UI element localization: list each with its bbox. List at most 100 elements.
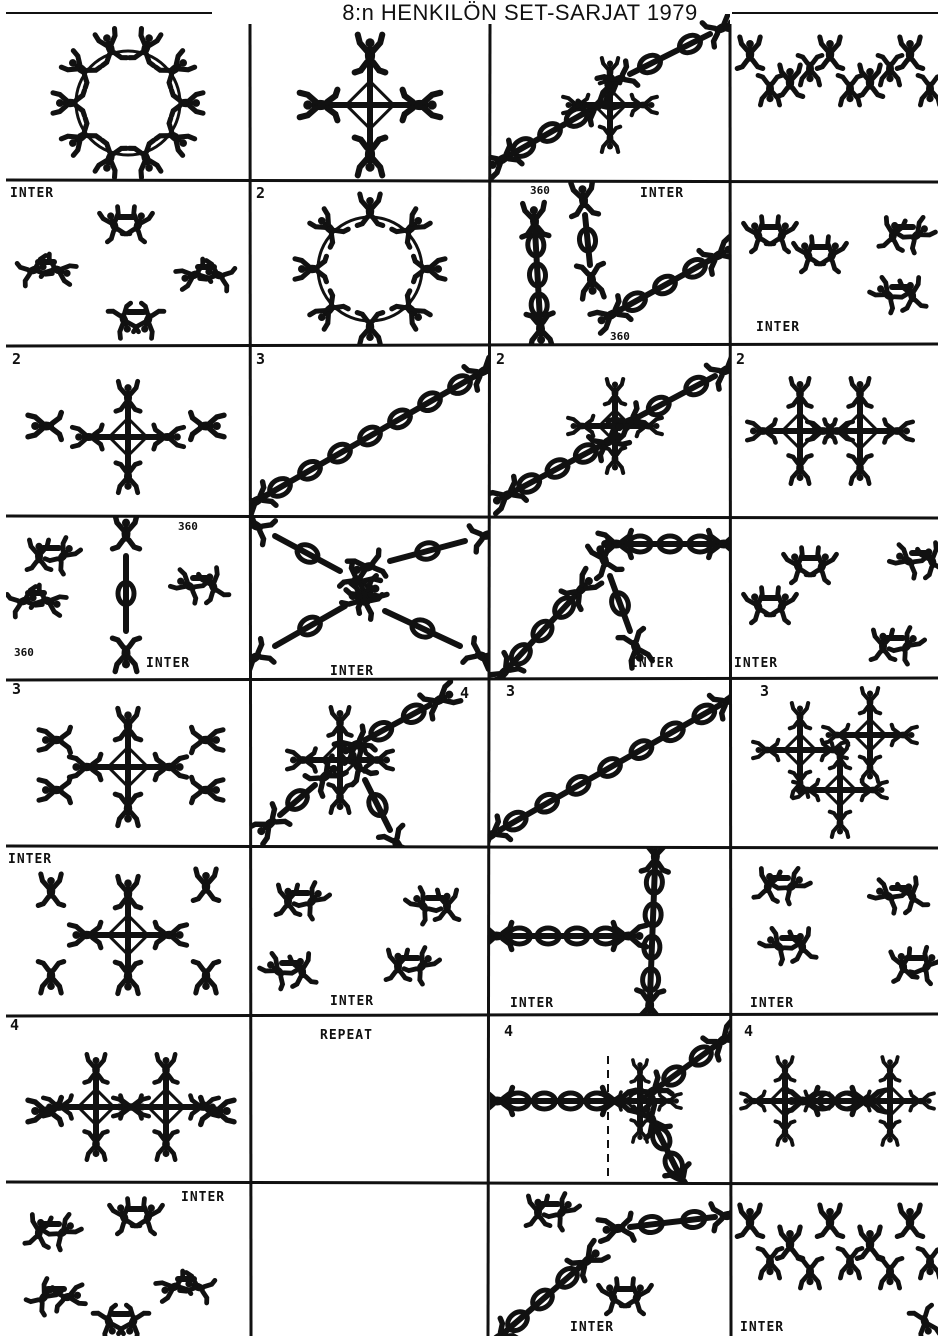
inter-note: INTER [10,186,54,201]
person-figure [741,216,774,252]
formation-cell: 2 [6,346,250,516]
chain-line [515,446,600,491]
formation-group [250,680,462,846]
person-figure [113,516,140,549]
formation-group [7,516,229,672]
person-figure [169,568,207,604]
formation-group [250,516,490,679]
person-figure [490,140,522,180]
formation-drawing [6,516,250,680]
inter-note: INTER [734,656,778,671]
person-figure [392,291,432,331]
formation-cell: INTER [730,846,938,1016]
formation-cell: INTER [730,1182,938,1336]
formation-drawing [490,1182,730,1336]
person-figure [577,263,607,299]
formation-cell: INTER [730,180,938,346]
inter-note: INTER [330,994,374,1009]
person-figure [777,1227,803,1258]
person-figure [53,90,84,116]
person-figure [596,1278,629,1314]
formation-number: 3 [506,682,515,700]
person-figure [791,236,824,272]
person-figure [435,890,459,920]
person-figure [909,1305,938,1336]
formation-cell: 4 [490,1016,730,1182]
formation-group [300,35,441,176]
repeat-note: REPEAT [320,1028,373,1043]
formation-cell: 2 [730,346,938,516]
person-figure [131,303,164,339]
formation-group [28,381,224,492]
formation-drawing [6,846,250,1016]
formation-group [28,1054,234,1159]
formation-group [250,350,490,516]
person-figure [414,256,445,282]
formation-cell: INTER360360 [490,180,730,346]
person-figure [702,14,730,47]
person-figure [838,1248,862,1278]
person-figure [463,638,490,677]
person-figure [41,254,77,287]
formation-cell [490,14,730,180]
person-figure [897,277,926,310]
person-figure [191,413,224,440]
inter-note: INTER [740,1320,784,1335]
formation-cell: INTER [250,846,490,1016]
rotation-360-mark: 360 [530,184,550,197]
formation-drawing [6,346,250,516]
person-figure [386,950,410,980]
formation-group [737,37,938,105]
formation-cell: 4 [250,680,490,846]
formation-drawing [730,346,938,516]
formation-group [39,708,223,825]
formation-drawing [250,680,490,846]
formation-cell: 2 [250,180,490,346]
formation-drawing [250,846,490,1016]
person-figure [39,777,70,803]
person-figure [116,1305,149,1336]
formation-drawing [250,516,490,680]
chain-line [275,536,340,571]
person-figure [781,547,814,583]
formation-drawing [490,180,730,346]
person-figure [754,868,783,901]
formation-cell: REPEAT [250,1016,490,1182]
formation-cell: INTER [490,1182,730,1336]
formation-cell: INTER [490,516,730,680]
chain-line [630,34,710,74]
formation-cell: 3 [730,680,938,846]
person-figure [193,869,219,900]
person-figure [665,1164,704,1182]
chain-line [620,260,710,310]
person-figure [706,350,730,389]
formation-drawing [730,1182,938,1336]
inter-note: INTER [510,996,554,1011]
chain-line [385,611,460,646]
chain-line [585,215,590,265]
formation-number: 4 [10,1016,19,1034]
person-figure [758,1248,782,1278]
formation-number: 3 [760,682,769,700]
person-figure [193,962,219,993]
formation-drawing [490,846,730,1016]
formation-drawing [490,516,730,680]
formation-cell [6,14,250,180]
person-figure [113,638,140,671]
chain-line [275,606,345,646]
person-figure [878,1258,902,1288]
formation-drawing [490,14,730,180]
inter-note: INTER [146,656,190,671]
person-figure [192,727,223,753]
person-figure [107,1198,140,1234]
formation-cell [250,14,490,180]
formation-group [753,688,917,837]
formation-number: 4 [504,1022,513,1040]
formation-cell: 4 [730,1016,938,1182]
person-figure [888,948,917,981]
inter-note: INTER [640,186,684,201]
formation-cell: 4 [6,1016,250,1182]
person-figure [758,75,782,105]
formation-group [490,846,670,1016]
circle-connection [318,217,422,321]
